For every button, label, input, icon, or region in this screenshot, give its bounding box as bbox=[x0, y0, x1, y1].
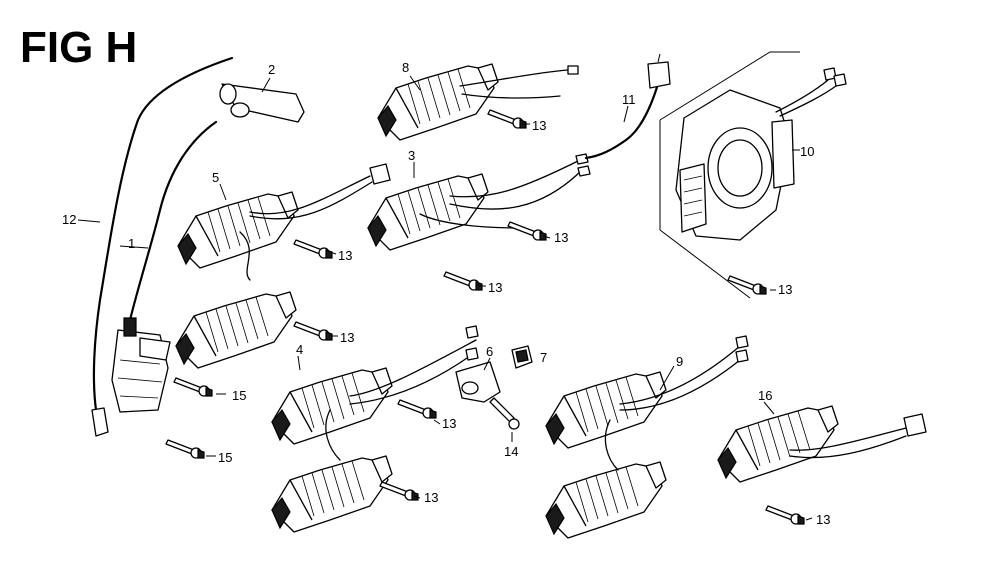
callout-13-c: 13 bbox=[338, 248, 352, 263]
callout-labels: 1 2 3 4 5 6 7 8 9 10 11 12 13 13 13 13 1… bbox=[62, 60, 830, 527]
callout-13-e: 13 bbox=[340, 330, 354, 345]
callout-3: 3 bbox=[408, 148, 415, 163]
bolt-13-b bbox=[507, 221, 547, 241]
part-5-coil-upper bbox=[177, 191, 299, 269]
part-10-stator bbox=[659, 51, 847, 299]
lead-cable-12 bbox=[91, 56, 234, 437]
bolt-13-i bbox=[765, 505, 805, 525]
part-3-coil bbox=[367, 173, 489, 251]
part-2-cap bbox=[219, 83, 305, 123]
callout-5: 5 bbox=[212, 170, 219, 185]
callout-6: 6 bbox=[486, 344, 493, 359]
callout-13-b: 13 bbox=[554, 230, 568, 245]
bolt-13-c bbox=[293, 239, 333, 259]
callout-13-h: 13 bbox=[778, 282, 792, 297]
callout-13-f: 13 bbox=[442, 416, 456, 431]
callout-4: 4 bbox=[296, 342, 303, 357]
callout-1: 1 bbox=[128, 236, 135, 251]
callout-8: 8 bbox=[402, 60, 409, 75]
bolt-13-a bbox=[487, 109, 527, 129]
callout-2: 2 bbox=[268, 62, 275, 77]
lead-cable-1 bbox=[128, 120, 218, 322]
callout-7: 7 bbox=[540, 350, 547, 365]
callout-14: 14 bbox=[504, 444, 518, 459]
callout-13-a: 13 bbox=[532, 118, 546, 133]
part-9-coil-lower bbox=[545, 461, 667, 539]
callout-13-i: 13 bbox=[816, 512, 830, 527]
bolt-15-b bbox=[165, 439, 205, 459]
part-4-coil-upper bbox=[271, 367, 393, 445]
part-6-bracket bbox=[455, 361, 501, 403]
callout-15-a: 15 bbox=[232, 388, 246, 403]
part-8-coil bbox=[377, 63, 499, 141]
coil-wires bbox=[239, 65, 927, 471]
bolt-13-d bbox=[443, 271, 483, 291]
callout-11: 11 bbox=[622, 92, 636, 107]
part-16-coil bbox=[717, 405, 839, 483]
bolt-14 bbox=[489, 397, 520, 430]
callout-10: 10 bbox=[800, 144, 814, 159]
bolt-13-g bbox=[379, 481, 419, 501]
part-11-lead bbox=[584, 53, 671, 160]
leader-lines bbox=[77, 75, 813, 521]
callout-16: 16 bbox=[758, 388, 772, 403]
callout-15-b: 15 bbox=[218, 450, 232, 465]
callout-12: 12 bbox=[62, 212, 76, 227]
part-5-coil-lower bbox=[175, 291, 297, 369]
figure-title: FIG H bbox=[20, 23, 137, 72]
callout-9: 9 bbox=[676, 354, 683, 369]
part-7-grommet bbox=[511, 345, 533, 369]
part-1-igniter bbox=[111, 317, 171, 413]
bolt-13-h bbox=[727, 275, 767, 295]
callout-13-d: 13 bbox=[488, 280, 502, 295]
bolt-15-a bbox=[173, 377, 213, 397]
bolt-13-f bbox=[397, 399, 437, 419]
part-4-coil-lower bbox=[271, 455, 393, 533]
bolt-13-e bbox=[293, 321, 333, 341]
callout-13-g: 13 bbox=[424, 490, 438, 505]
